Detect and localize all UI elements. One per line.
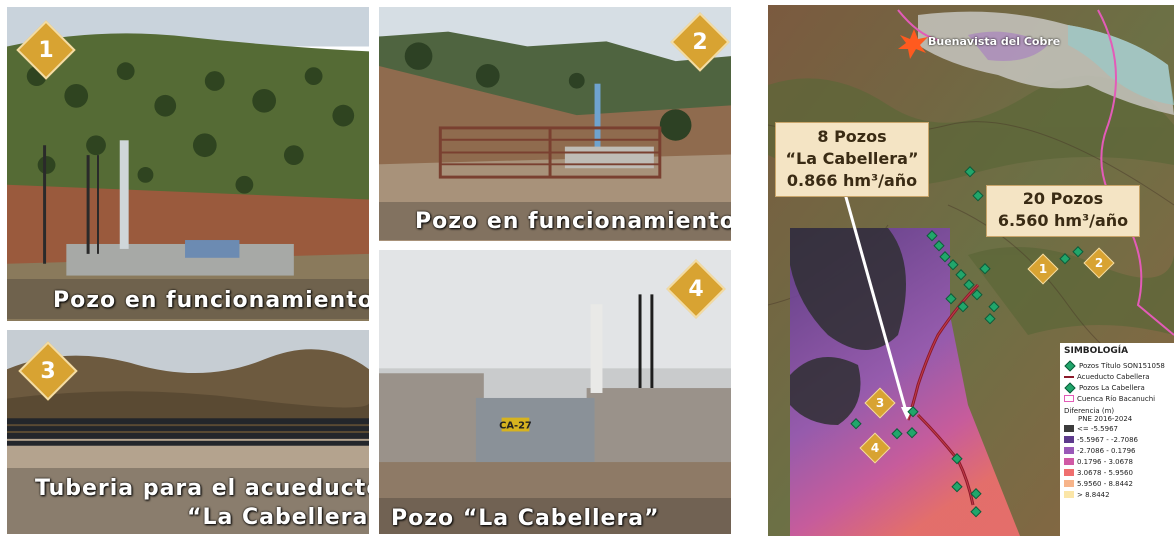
- photo-caption-4: Pozo “La Cabellera”: [391, 506, 660, 531]
- legend-range-label: 3.0678 - 5.9560: [1077, 468, 1133, 477]
- legend-range-label: 5.9560 - 8.8442: [1077, 479, 1133, 488]
- photo-cabellera-well: CA-27: [379, 250, 731, 534]
- legend-range-label: <= -5.5967: [1077, 424, 1118, 433]
- well-markers: [850, 166, 1084, 518]
- legend-title: SIMBOLOGÍA: [1064, 346, 1129, 356]
- color-swatch: [1064, 491, 1074, 498]
- legend-range-item: <= -5.5967: [1064, 423, 1172, 434]
- legend-range-item: 3.0678 - 5.9560: [1064, 467, 1172, 478]
- color-swatch: [1064, 436, 1074, 443]
- caption-band: [379, 498, 731, 534]
- legend-range-label: -2.7086 - 0.1796: [1077, 446, 1136, 455]
- satellite-map: Buenavista del Cobre 8 Pozos “La Cabelle…: [768, 5, 1174, 536]
- aqueduct-line-icon: [1064, 375, 1074, 378]
- callout-b-line2: 6.560 hm³/año: [997, 211, 1129, 230]
- color-swatch: [1064, 447, 1074, 454]
- legend-range-label: -5.5967 - -2.7086: [1077, 435, 1139, 444]
- legend-ranges: <= -5.5967 -5.5967 - -2.7086 -2.7086 - 0.1…: [1064, 423, 1172, 500]
- photo-caption-1: Pozo en funcionamiento: [53, 288, 371, 313]
- color-swatch: [1064, 425, 1074, 432]
- green-diamond-icon: [1064, 381, 1076, 394]
- photo-caption-3-line1: Tuberia para el acueducto: [35, 476, 371, 501]
- green-diamond-icon: [1064, 359, 1076, 372]
- photo-panel-4: CA-27 Pozo “La Cabellera” 4: [377, 248, 733, 536]
- color-swatch: [1064, 458, 1074, 465]
- color-swatch: [1064, 469, 1074, 476]
- caption-band: [7, 279, 369, 319]
- photo-pipes-stockpile: [7, 330, 369, 534]
- caption-band: [379, 202, 731, 240]
- legend-item: Acueducto Cabellera: [1064, 371, 1172, 382]
- legend-item: Cuenca Río Bacanuchi: [1064, 393, 1172, 404]
- legend-diff-sub: PNE 2016-2024: [1078, 415, 1133, 423]
- basin-outline-icon: [1064, 395, 1074, 402]
- legend-diff-title: Diferencia (m): [1064, 407, 1115, 415]
- callout-la-cabellera-wells: 8 Pozos “La Cabellera” 0.866 hm³/año: [775, 122, 929, 197]
- photo-caption-3-line2: “La Cabellera”: [187, 505, 371, 530]
- photo-well-gate: [379, 7, 731, 241]
- callout-b-line1: 20 Pozos: [1022, 189, 1104, 208]
- legend-range-label: 0.1796 - 3.0678: [1077, 457, 1133, 466]
- legend-item: Pozos Título SON151058: [1064, 359, 1172, 372]
- color-swatch: [1064, 480, 1074, 487]
- legend-range-item: 5.9560 - 8.8442: [1064, 478, 1172, 489]
- well-sign: CA-27: [499, 420, 532, 431]
- legend-range-label: > 8.8442: [1077, 490, 1110, 499]
- photo-panel-2: Pozo en funcionamiento 2: [377, 5, 733, 243]
- caption-band: [7, 468, 369, 534]
- callout-a-line3: 0.866 hm³/año: [786, 171, 918, 190]
- legend-item: Pozos La Cabellera: [1064, 381, 1172, 394]
- photo-panel-3: Tuberia para el acueducto “La Cabellera”…: [5, 328, 371, 536]
- photo-well-hillside: [7, 7, 369, 321]
- photo-caption-2: Pozo en funcionamiento: [415, 209, 733, 234]
- callout-20-wells: 20 Pozos 6.560 hm³/año: [986, 185, 1140, 237]
- legend-range-item: -5.5967 - -2.7086: [1064, 434, 1172, 445]
- photo-panel-1: Pozo en funcionamiento 1: [5, 5, 371, 323]
- place-label-buenavista: Buenavista del Cobre: [928, 35, 1061, 48]
- legend-range-item: > 8.8442: [1064, 489, 1172, 500]
- legend-range-item: -2.7086 - 0.1796: [1064, 445, 1172, 456]
- map-legend: SIMBOLOGÍA Pozos Título SON151058 Acuedu…: [1060, 343, 1174, 536]
- callout-a-line2: “La Cabellera”: [785, 149, 919, 168]
- callout-a-line1: 8 Pozos: [817, 127, 887, 146]
- legend-range-item: 0.1796 - 3.0678: [1064, 456, 1172, 467]
